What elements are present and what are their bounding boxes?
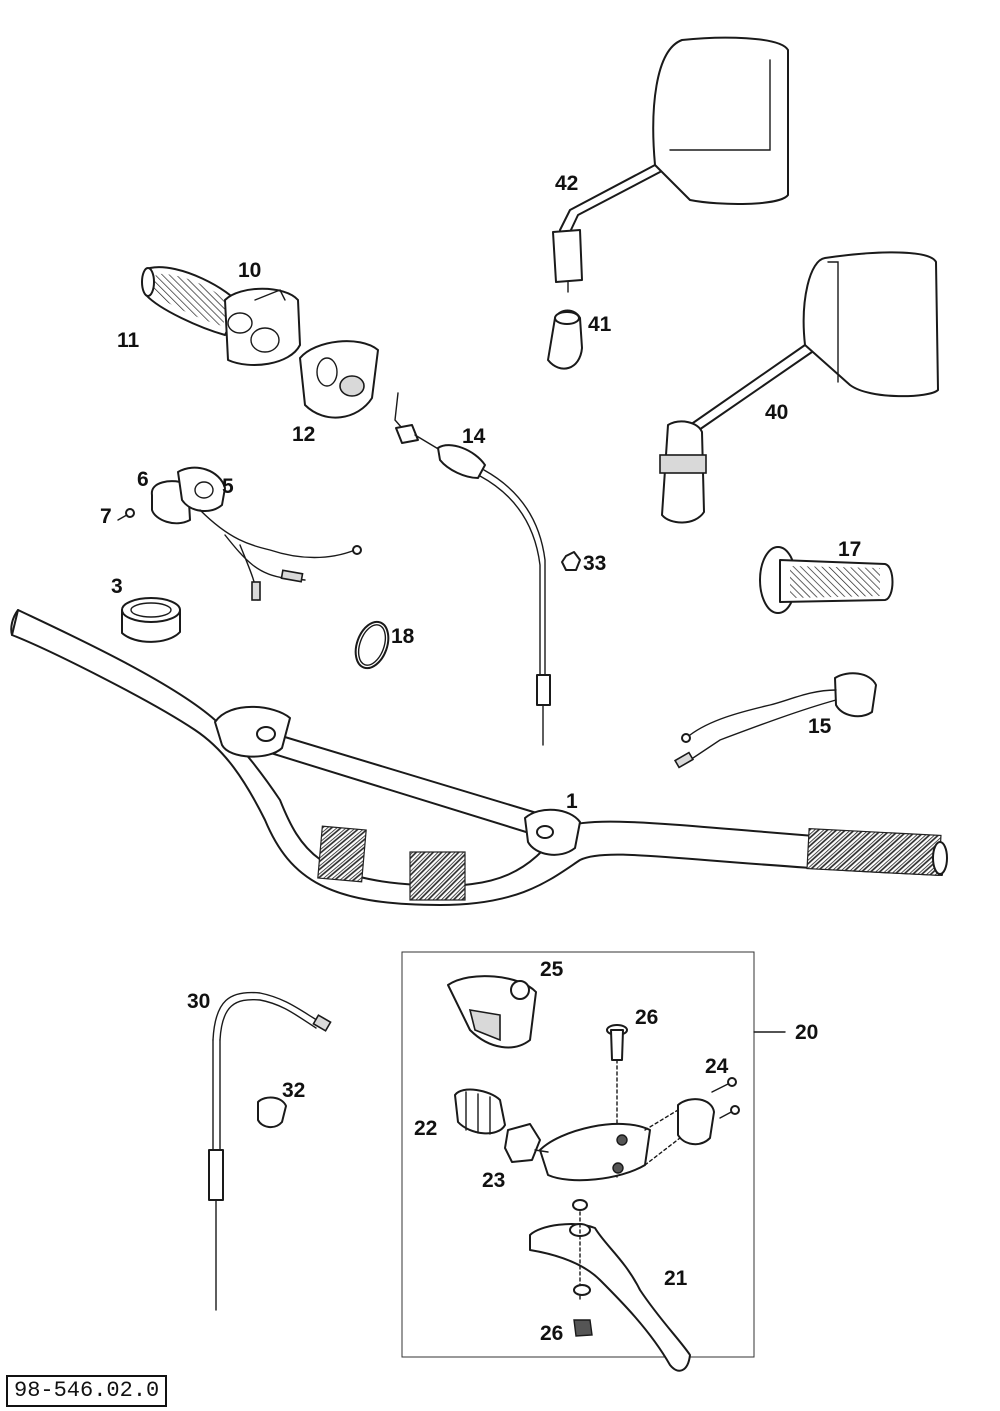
handlebar[interactable] [10, 609, 948, 906]
light-switch[interactable] [673, 672, 877, 769]
callout-18: 18 [391, 625, 415, 648]
drawing-number-label: 98-546.02.0 [6, 1375, 168, 1407]
callout-41: 41 [588, 313, 612, 336]
lever-pivot-hardware[interactable] [572, 1199, 593, 1337]
callout-26-upper: 26 [635, 1006, 658, 1029]
callout-17: 17 [838, 538, 861, 561]
lever-dust-cover[interactable] [447, 975, 537, 1049]
adjuster-nut[interactable] [504, 1123, 549, 1163]
mirror-clamp[interactable] [547, 309, 583, 370]
clutch-lever[interactable] [529, 1223, 691, 1372]
callout-22: 22 [414, 1117, 437, 1140]
callout-10: 10 [238, 259, 261, 282]
callout-42: 42 [555, 172, 578, 195]
mirror-left[interactable] [552, 36, 789, 293]
throttle-grip[interactable] [141, 266, 241, 336]
callout-32: 32 [282, 1079, 305, 1102]
left-grip[interactable] [759, 546, 894, 614]
callout-14: 14 [462, 425, 486, 448]
throttle-housing[interactable] [224, 287, 301, 366]
callout-7: 7 [100, 505, 112, 528]
cable-adjuster[interactable] [257, 1096, 287, 1128]
callout-1: 1 [566, 790, 578, 813]
screw-small[interactable] [117, 508, 135, 521]
kill-switch-assembly[interactable] [150, 466, 362, 601]
callout-5: 5 [222, 475, 234, 498]
callout-labels: 1 3 5 6 7 10 11 12 14 15 17 18 20 21 22 … [100, 172, 861, 1345]
callout-33: 33 [583, 552, 606, 575]
callout-12: 12 [292, 423, 315, 446]
callout-11: 11 [117, 329, 140, 352]
callout-21: 21 [664, 1267, 688, 1290]
clutch-lever-assembly-box [401, 951, 786, 1358]
callout-23: 23 [482, 1169, 505, 1192]
mirror-right[interactable] [659, 251, 939, 524]
callout-24: 24 [705, 1055, 729, 1078]
bushing[interactable] [121, 597, 181, 643]
clamp-screws[interactable] [711, 1077, 740, 1119]
callout-40: 40 [765, 401, 788, 424]
callout-20: 20 [795, 1021, 818, 1044]
throttle-cover[interactable] [299, 340, 379, 419]
clutch-cable[interactable] [208, 991, 332, 1311]
callout-30: 30 [187, 990, 210, 1013]
callout-26-lower: 26 [540, 1322, 563, 1345]
cable-tie[interactable] [350, 617, 395, 672]
lever-perch[interactable] [539, 1098, 715, 1182]
nut-small[interactable] [561, 551, 581, 571]
callout-15: 15 [808, 715, 832, 738]
lever-bolt[interactable] [606, 1024, 628, 1181]
callout-3: 3 [111, 575, 123, 598]
adjuster-boot[interactable] [454, 1088, 506, 1135]
callout-25: 25 [540, 958, 564, 981]
callout-6: 6 [137, 468, 149, 491]
throttle-cable[interactable] [394, 392, 551, 746]
